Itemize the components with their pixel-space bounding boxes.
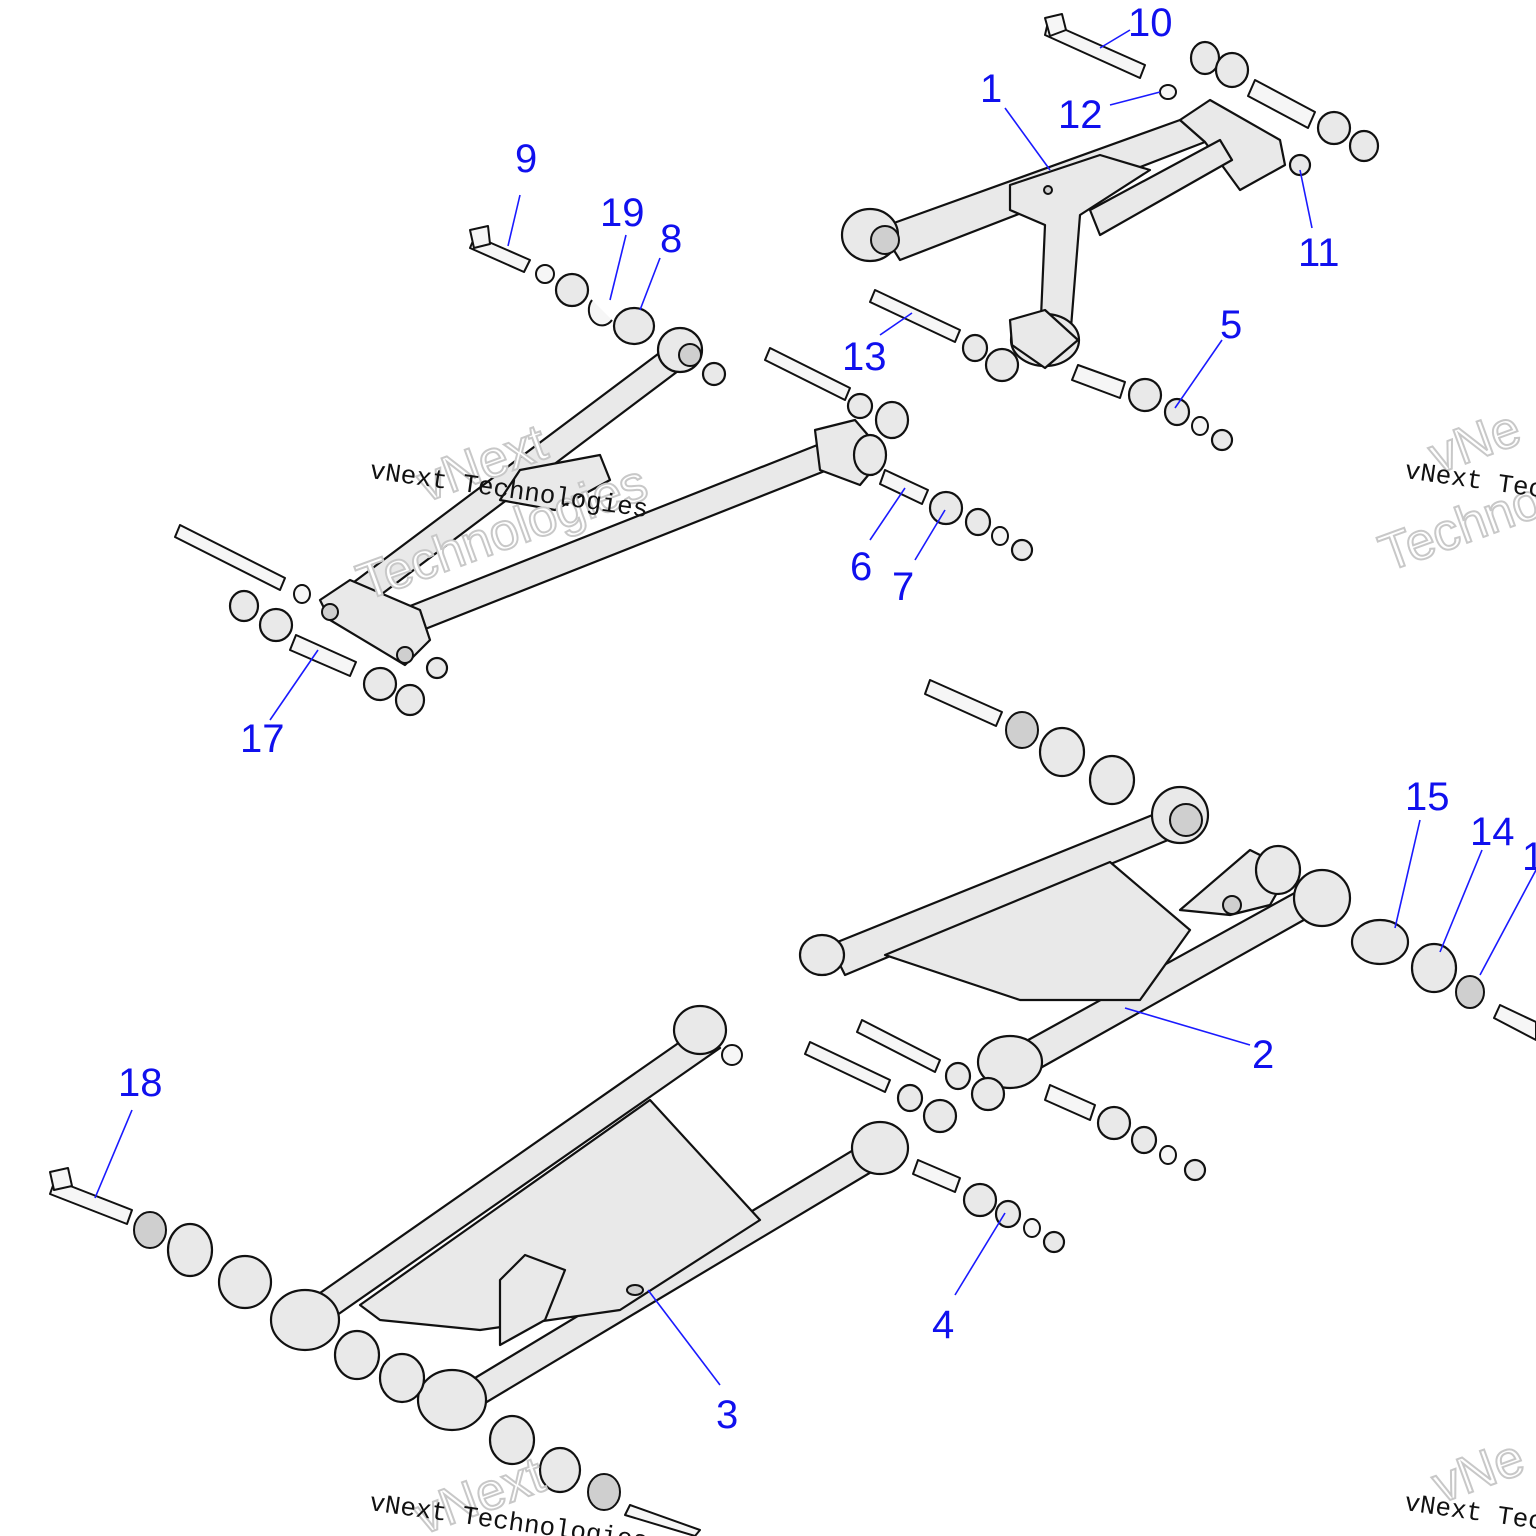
- callout-19: 19: [600, 191, 645, 235]
- callout-2: 2: [1252, 1033, 1274, 1077]
- callout-1: 1: [980, 67, 1002, 111]
- callout-17: 17: [240, 717, 285, 761]
- callout-12: 12: [1058, 93, 1103, 137]
- upper-left-hardware: [174, 225, 1034, 717]
- callout-10: 10: [1128, 1, 1173, 45]
- callout-9: 9: [515, 137, 537, 181]
- callout-7: 7: [892, 565, 914, 609]
- upper-right-a-arm: [840, 98, 1287, 370]
- callout-16-clipped: 1: [1522, 835, 1536, 879]
- leader-lines: [94, 29, 1536, 1386]
- lower-left-hardware: [49, 1159, 1066, 1536]
- lower-right-hardware: [804, 679, 1536, 1182]
- callout-3: 3: [716, 1393, 738, 1437]
- callout-labels: 1 2 3 4 5 6 7 8 9 10 11 12 13 14 15 1 17…: [118, 1, 1536, 1437]
- callout-18: 18: [118, 1061, 163, 1105]
- callout-14: 14: [1470, 810, 1515, 854]
- callout-5: 5: [1220, 303, 1242, 347]
- callout-8: 8: [660, 217, 682, 261]
- lower-right-a-arm: [798, 785, 1352, 1090]
- callout-4: 4: [932, 1303, 954, 1347]
- callout-6: 6: [850, 545, 872, 589]
- lower-left-a-arm: [269, 1004, 910, 1432]
- callout-15: 15: [1405, 775, 1450, 819]
- callout-11: 11: [1298, 231, 1340, 275]
- upper-left-a-arm: [318, 326, 888, 667]
- callout-13: 13: [842, 335, 887, 379]
